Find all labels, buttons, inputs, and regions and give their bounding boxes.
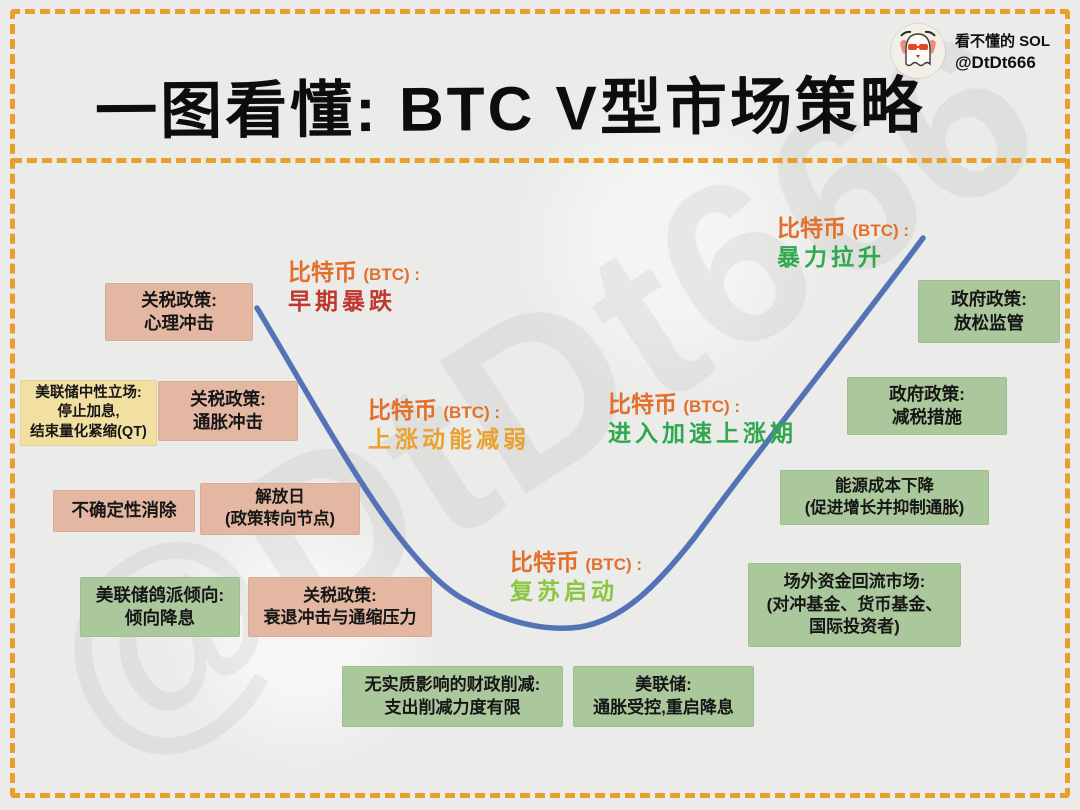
phase-label: 早期暴跌 — [288, 288, 396, 315]
btc-ticker: (BTC) : — [852, 221, 910, 240]
factor-box-fiscal-cuts: 无实质影响的财政削减: 支出削减力度有限 — [342, 666, 563, 727]
phase-momentum-weakening: 比特币 (BTC) : 上涨动能减弱 — [368, 396, 530, 455]
brand-handle: @DtDt666 — [954, 52, 1036, 72]
factor-box-uncertainty-removed: 不确定性消除 — [53, 490, 195, 532]
brand-block: 看不懂的 SOL @DtDt666 — [890, 24, 1050, 78]
btc-ticker: (BTC) : — [683, 397, 741, 416]
phase-label: 上涨动能减弱 — [368, 426, 530, 453]
btc-prefix: 比特币 — [288, 259, 357, 285]
phase-label: 复苏启动 — [510, 578, 618, 605]
phase-label: 暴力拉升 — [777, 244, 885, 271]
factor-box-tariff-inflation: 关税政策: 通胀冲击 — [158, 381, 298, 441]
factor-box-fed-neutral: 美联储中性立场: 停止加息, 结束量化紧缩(QT) — [20, 380, 157, 446]
btc-ticker: (BTC) : — [363, 265, 421, 284]
factor-box-capital-inflow: 场外资金回流市场: (对冲基金、货币基金、 国际投资者) — [748, 563, 961, 647]
phase-violent-rally: 比特币 (BTC) : 暴力拉升 — [777, 214, 909, 273]
phase-label: 进入加速上涨期 — [608, 420, 797, 447]
ghost-with-sunglasses-icon — [890, 24, 945, 78]
phase-acceleration: 比特币 (BTC) : 进入加速上涨期 — [608, 390, 797, 449]
btc-ticker: (BTC) : — [585, 555, 643, 574]
btc-prefix: 比特币 — [608, 391, 677, 417]
factor-box-energy-costs: 能源成本下降 (促进增长并抑制通胀) — [780, 470, 989, 525]
phase-recovery-start: 比特币 (BTC) : 复苏启动 — [510, 548, 642, 607]
factor-box-fed-dovish: 美联储鸽派倾向: 倾向降息 — [80, 577, 240, 637]
btc-prefix: 比特币 — [368, 397, 437, 423]
phase-early-crash: 比特币 (BTC) : 早期暴跌 — [288, 258, 420, 317]
factor-box-liberation-day: 解放日 (政策转向节点) — [200, 483, 360, 535]
title-separator-line — [12, 158, 1066, 163]
btc-prefix: 比特币 — [510, 549, 579, 575]
factor-box-tariff-psych: 关税政策: 心理冲击 — [105, 283, 253, 341]
v-curve — [254, 235, 926, 632]
factor-box-deregulation: 政府政策: 放松监管 — [918, 280, 1060, 343]
btc-prefix: 比特币 — [777, 215, 846, 241]
factor-box-tax-cuts: 政府政策: 减税措施 — [847, 377, 1007, 435]
btc-ticker: (BTC) : — [443, 403, 501, 422]
factor-box-fed-restart-cuts: 美联储: 通胀受控,重启降息 — [573, 666, 754, 727]
factor-box-tariff-recession: 关税政策: 衰退冲击与通缩压力 — [248, 577, 432, 637]
brand-name: 看不懂的 SOL — [954, 32, 1050, 50]
